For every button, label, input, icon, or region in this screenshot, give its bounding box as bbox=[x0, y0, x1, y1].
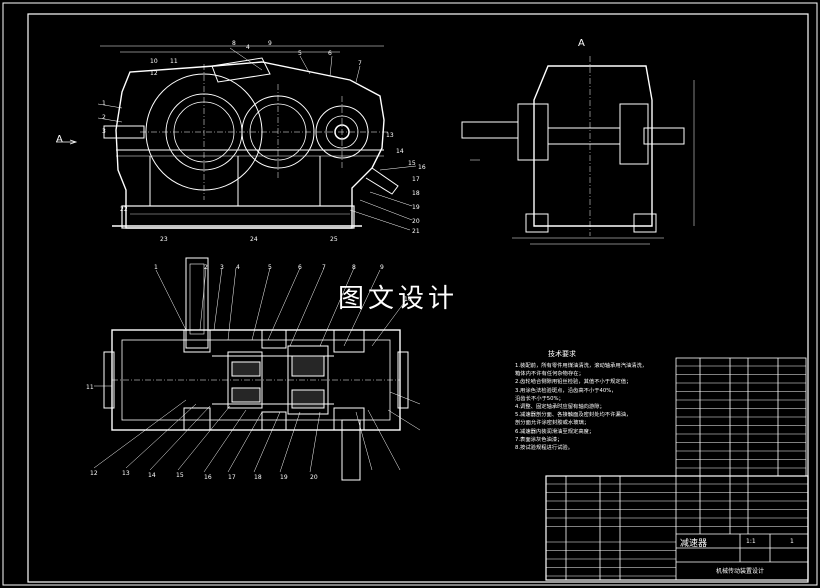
part-number-label: 19 bbox=[412, 204, 420, 211]
watermark-text: 图文设计 bbox=[338, 284, 459, 314]
view-direction-label: A bbox=[56, 134, 63, 145]
part-number-label: 14 bbox=[148, 472, 156, 479]
part-number-label: 7 bbox=[358, 60, 362, 67]
part-number-label: 18 bbox=[412, 190, 420, 197]
part-number-label: 24 bbox=[250, 236, 258, 243]
part-number-label: 10 bbox=[404, 296, 412, 303]
side-view bbox=[461, 56, 695, 245]
part-number-label: 8 bbox=[232, 40, 236, 47]
part-number-label: 1 bbox=[102, 100, 106, 107]
title-block-name: 减速器 bbox=[680, 539, 708, 549]
part-number-label: 16 bbox=[418, 164, 426, 171]
part-number-label: 9 bbox=[268, 40, 272, 47]
part-number-label: 23 bbox=[160, 236, 168, 243]
front-view bbox=[56, 45, 417, 231]
technical-note-line: 箱体内不许有任何杂物存在； bbox=[515, 371, 584, 378]
technical-note-line: 6.减速器内装润滑油至规定高度； bbox=[515, 428, 595, 435]
title-block-scale: 1:1 bbox=[746, 538, 756, 545]
part-number-label: 5 bbox=[298, 50, 302, 57]
technical-note-line: 5.减速器剖分面、各接触面及密封处均不许漏油， bbox=[515, 412, 632, 419]
plan-view bbox=[93, 257, 421, 481]
side-view-label: A bbox=[578, 38, 585, 49]
part-number-label: 6 bbox=[298, 264, 302, 271]
technical-notes-title: 技术要求 bbox=[548, 350, 576, 358]
part-number-label: 17 bbox=[228, 474, 236, 481]
part-number-label: 20 bbox=[412, 218, 420, 225]
part-number-label: 13 bbox=[122, 470, 130, 477]
part-number-label: 7 bbox=[322, 264, 326, 271]
part-number-label: 18 bbox=[254, 474, 262, 481]
part-number-label: 4 bbox=[236, 264, 240, 271]
title-block-subtitle: 机械传动装置设计 bbox=[716, 568, 765, 575]
part-number-label: 16 bbox=[204, 474, 212, 481]
part-number-label: 19 bbox=[280, 474, 288, 481]
technical-note-line: 7.表面涂灰色油漆； bbox=[515, 436, 563, 443]
part-number-label: 10 bbox=[150, 58, 158, 65]
part-number-label: 15 bbox=[408, 160, 416, 167]
part-number-label: 3 bbox=[102, 128, 106, 135]
part-number-label: 12 bbox=[90, 470, 98, 477]
part-number-label: 1 bbox=[154, 264, 158, 271]
technical-note-line: 沿齿长不小于50%； bbox=[515, 395, 564, 402]
technical-note-line: 4.调整、固定轴承时应留有轴向游隙； bbox=[515, 404, 605, 411]
part-number-label: 20 bbox=[310, 474, 318, 481]
part-number-label: 3 bbox=[220, 264, 224, 271]
technical-note-line: 2.齿轮啮合侧隙用铅丝检验，其值不小于规定值； bbox=[515, 379, 632, 386]
technical-note-line: 1.装配前，所有零件用煤油清洗，滚动轴承用汽油清洗， bbox=[515, 363, 648, 369]
part-number-label: 9 bbox=[380, 264, 384, 271]
part-number-label: 13 bbox=[386, 132, 394, 139]
technical-note-line: 剖分面允许涂密封胶或水玻璃； bbox=[515, 420, 590, 427]
part-number-label: 12 bbox=[150, 70, 158, 77]
part-number-label: 22 bbox=[120, 206, 128, 213]
title-block bbox=[545, 475, 809, 581]
part-number-label: 14 bbox=[396, 148, 404, 155]
inner-frame bbox=[27, 13, 809, 583]
technical-notes-list: 1.装配前，所有零件用煤油清洗，滚动轴承用汽油清洗， 箱体内不许有任何杂物存在；… bbox=[515, 362, 675, 452]
part-number-label: 25 bbox=[330, 236, 338, 243]
part-number-label: 2 bbox=[204, 264, 208, 271]
part-number-label: 11 bbox=[86, 384, 94, 391]
part-number-label: 15 bbox=[176, 472, 184, 479]
part-number-label: 11 bbox=[170, 58, 178, 65]
technical-note-line: 3.用涂色法检验斑点，沿齿高不小于40%， bbox=[515, 387, 617, 394]
part-number-label: 6 bbox=[328, 50, 332, 57]
part-number-label: 17 bbox=[412, 176, 420, 183]
part-number-label: 21 bbox=[412, 228, 420, 235]
part-number-label: 2 bbox=[102, 114, 106, 121]
part-number-label: 5 bbox=[268, 264, 272, 271]
part-number-label: 4 bbox=[246, 44, 250, 51]
part-number-label: 8 bbox=[352, 264, 356, 271]
title-block-sheet: 1 bbox=[790, 538, 794, 545]
technical-note-line: 8.按试验规程进行试验。 bbox=[515, 445, 574, 452]
